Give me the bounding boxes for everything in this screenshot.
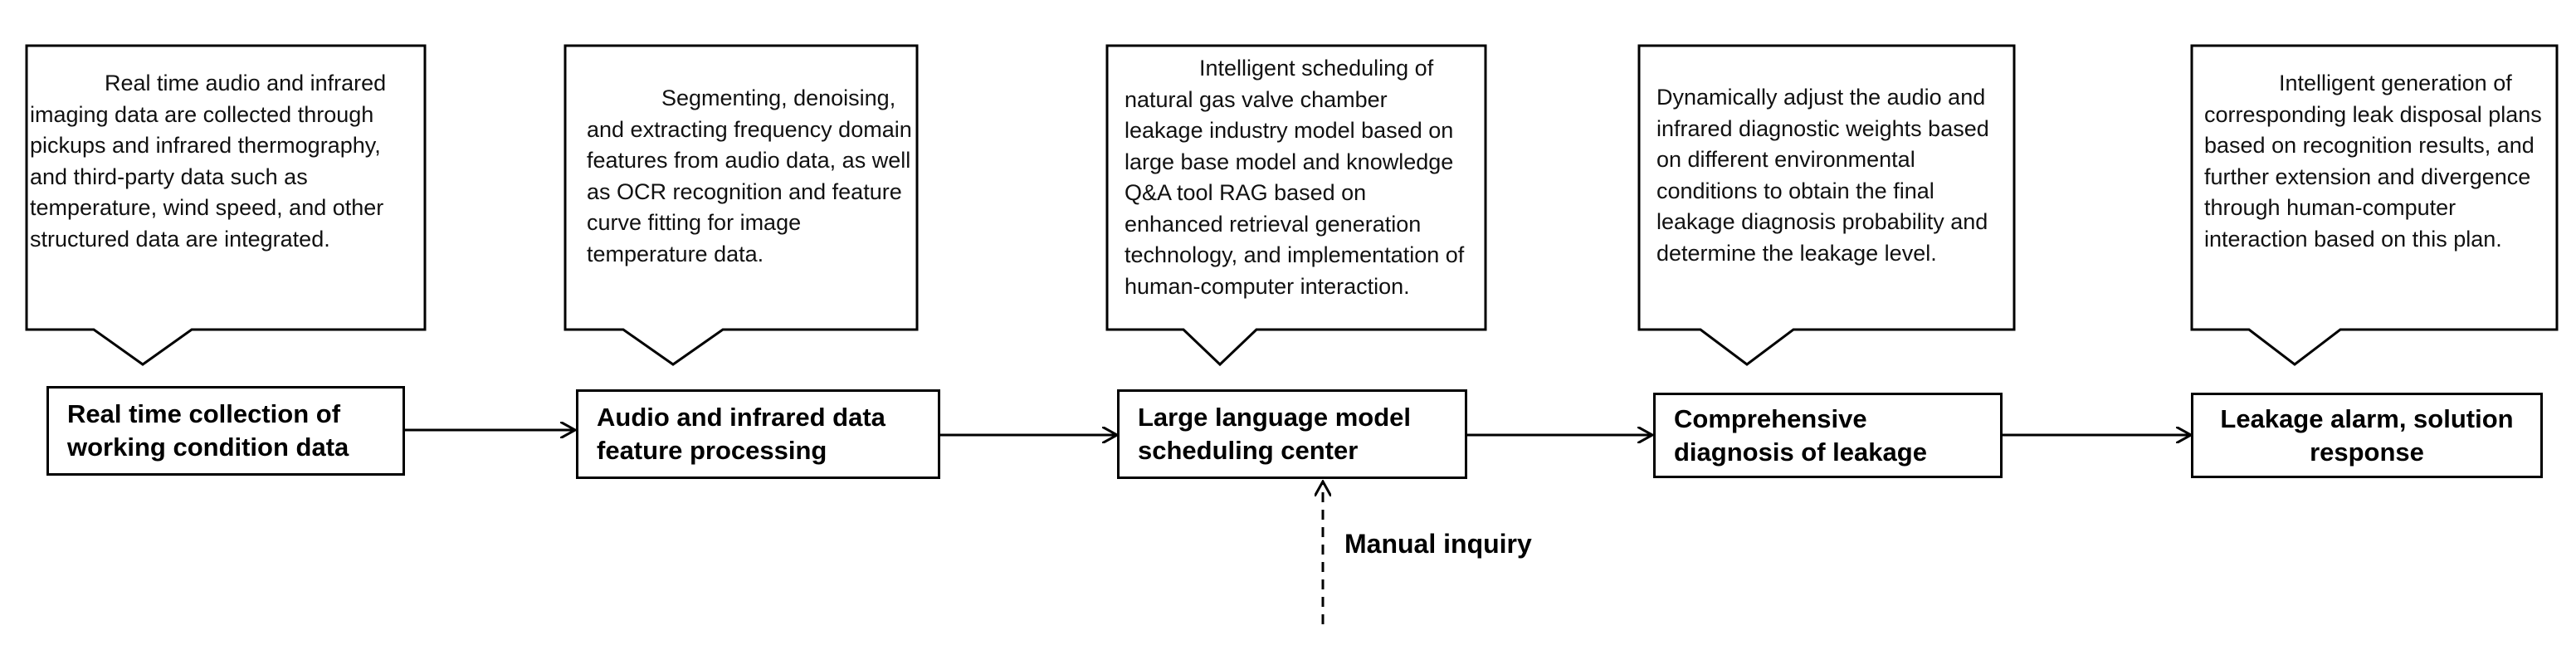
step-box-data-collection: Real time collection of working conditio… (46, 386, 405, 476)
step-label-5: Leakage alarm, solution response (2220, 403, 2514, 467)
step-label-1: Real time collection of working conditio… (67, 399, 349, 462)
callout-text-4: Dynamically adjust the audio and infrare… (1656, 85, 1989, 266)
callout-bubble-4 (1637, 44, 2016, 366)
step-label-2: Audio and infrared data feature processi… (597, 403, 886, 465)
step-box-alarm-response: Leakage alarm, solution response (2191, 393, 2543, 478)
callout-text-5: Intelligent generation of corresponding … (2204, 71, 2542, 252)
step-label-3: Large language model scheduling center (1138, 403, 1412, 465)
manual-inquiry-label: Manual inquiry (1344, 529, 1532, 559)
step-box-leakage-diagnosis: Comprehensive diagnosis of leakage (1653, 393, 2003, 478)
step-box-feature-processing: Audio and infrared data feature processi… (576, 389, 940, 479)
step-box-llm-scheduling-center: Large language model scheduling center (1117, 389, 1467, 479)
callout-text-3: Intelligent scheduling of natural gas va… (1125, 56, 1465, 299)
callout-text-2: Segmenting, denoising, and extracting fr… (587, 86, 912, 266)
callout-text-1: Real time audio and infrared imaging dat… (30, 71, 387, 252)
step-label-4: Comprehensive diagnosis of leakage (1674, 403, 1927, 467)
callout-bubble-2 (564, 44, 919, 366)
callout-bubble-3 (1105, 44, 1487, 367)
callout-bubble-5 (2190, 44, 2559, 366)
callout-bubble-1 (25, 44, 427, 366)
